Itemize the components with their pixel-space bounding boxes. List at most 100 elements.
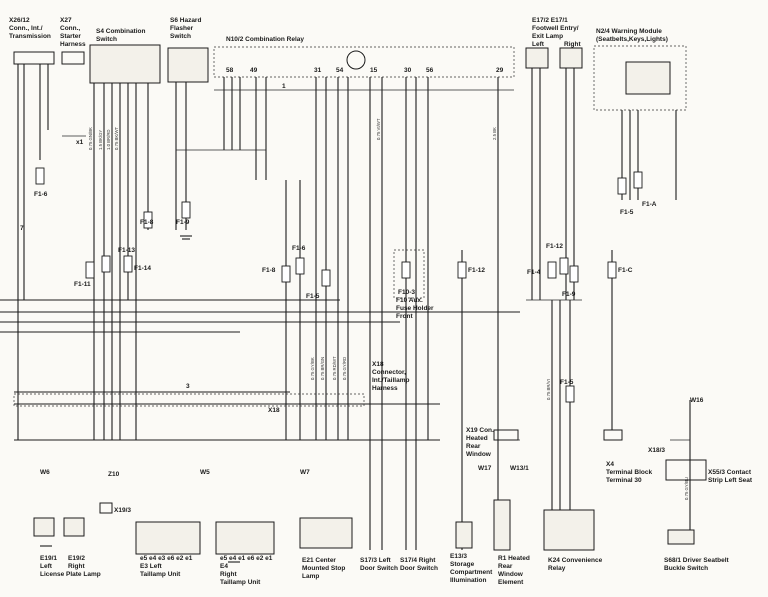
e13-label-1: E13/3 xyxy=(450,553,467,560)
x55-label-1: X55/3 Contact xyxy=(708,469,752,476)
x4-label-3: Terminal 30 xyxy=(606,477,642,484)
x18-label-1: X18 xyxy=(372,361,384,368)
fuse-f1-9 xyxy=(181,201,191,219)
e4-label-1: e5 e4 e1 e6 e2 e1 xyxy=(220,555,273,562)
s4-label-2: Switch xyxy=(96,36,117,43)
horizontal-buses xyxy=(0,89,690,441)
fuse-label-15: F1-5 xyxy=(620,209,634,216)
wire-code-3: 0.75 BK/WT xyxy=(114,126,119,150)
x27-label-3: Starter xyxy=(60,33,81,40)
fuse-f1-4 xyxy=(547,261,557,279)
e19-label-1: E19/1 xyxy=(40,555,57,562)
x19-label-1: X19 Con. xyxy=(466,427,494,434)
wire-code-9: 0.75 VI/WT xyxy=(376,118,381,140)
wire-codes: 0.75 GN/BK 1.5 BK/GY 1.0 BR/RD 0.75 BK/W… xyxy=(88,118,689,500)
e19-1-lamp xyxy=(33,517,55,537)
terminal-7: 30 xyxy=(404,67,412,74)
connector-label-9: Z10 xyxy=(108,471,120,478)
s17-4-label-2: Door Switch xyxy=(400,565,438,572)
terminal-5: 58 xyxy=(226,67,234,74)
e3-label-3: Taillamp Unit xyxy=(140,571,181,578)
fuse-f1-5-c xyxy=(565,385,575,403)
n2-inner-block xyxy=(625,61,671,95)
r1-label-1: R1 Heated xyxy=(498,555,530,562)
e13-label-3: Compartment xyxy=(450,569,493,576)
e4-label-3: Right xyxy=(220,571,237,578)
wire-code-4: 0.75 GY/BK xyxy=(310,357,315,380)
fuse-label-16: F10-3 xyxy=(398,289,415,296)
fuse-label-2: F1-9 xyxy=(176,219,190,226)
wire-code-8: 2.5 BK xyxy=(492,127,497,140)
x26-label-1: X26/12 xyxy=(9,17,30,24)
fuse-f1-9-b xyxy=(569,265,579,283)
fuse-label-7: F1-8 xyxy=(262,267,276,274)
connector-label-5: W13/1 xyxy=(510,465,529,472)
fuse-f1-12-b xyxy=(559,257,569,275)
r1-label-3: Window xyxy=(498,571,524,578)
connector-label-1: X18 xyxy=(268,407,280,414)
fuse-label-14: F1-A xyxy=(642,201,657,208)
wire-code-0: 0.75 GN/BK xyxy=(88,127,93,150)
fuse-f1-6-a xyxy=(35,167,45,185)
transistor-symbol xyxy=(346,50,366,70)
e17-label-5: Right xyxy=(564,41,581,48)
x19-label-3: Rear xyxy=(466,443,481,450)
fuse-f1-12-a xyxy=(457,261,467,279)
f10-label-2: Fuse Holder xyxy=(396,305,434,312)
x19-connector xyxy=(493,429,519,441)
s6-label-2: Flasher xyxy=(170,25,194,32)
fuse-label-6: F1-6 xyxy=(292,245,306,252)
e21-label-1: E21 Center xyxy=(302,557,336,564)
fuse-f1-a xyxy=(633,171,643,189)
terminal-6: 15 xyxy=(370,67,378,74)
terminal-4: 54 xyxy=(336,67,344,74)
e17-2-lamp xyxy=(525,47,549,69)
k24-label-2: Relay xyxy=(548,565,566,572)
f10-label-3: Front xyxy=(396,313,413,320)
connector-label-3: X18/3 xyxy=(648,447,665,454)
e17-label-4: Left xyxy=(532,41,545,48)
n2-warning-module xyxy=(593,45,687,111)
fuse-f1-8 xyxy=(143,211,153,229)
fuse-label-10: F1-4 xyxy=(527,269,541,276)
fuse-f1-11 xyxy=(85,261,95,279)
x4-label-1: X4 xyxy=(606,461,614,468)
n10-label: N10/2 Combination Relay xyxy=(226,36,304,43)
k24-convenience-relay xyxy=(543,509,595,551)
r1-heated-window xyxy=(493,499,511,551)
fuses: F1-6 F1-8 F1-9 F1-11 F1-13 F1-14 F1-6 F1… xyxy=(34,167,657,403)
terminal-0: 1 xyxy=(282,83,286,90)
x55-contact-strip xyxy=(665,459,707,481)
e13-label-2: Storage xyxy=(450,561,475,568)
fuse-f1-5 xyxy=(321,269,331,287)
fuse-label-13: F1-C xyxy=(618,267,633,274)
fuse-label-0: F1-6 xyxy=(34,191,48,198)
fuse-label-17: F1-5 xyxy=(560,379,574,386)
s68-seatbelt-switch xyxy=(667,529,695,545)
fuse-f1-5-b xyxy=(617,177,627,195)
x18-label-2: Connector, xyxy=(372,369,406,376)
wire-code-6: 0.75 RD/WT xyxy=(332,356,337,380)
e19r-label-1: E19/2 xyxy=(68,555,85,562)
n2-label-2: (Seatbelts,Keys,Lights) xyxy=(596,36,668,43)
f10-fuse-holder xyxy=(393,249,425,299)
e13-storage-lamp xyxy=(455,521,473,549)
fuse-label-11: F1-12 xyxy=(546,243,563,250)
e3-label-1: e5 e4 e3 e6 e2 e1 xyxy=(140,555,193,562)
x26-label-3: Transmission xyxy=(9,33,51,40)
e17-label-2: Footwell Entry/ xyxy=(532,25,579,32)
fuse-f1-13 xyxy=(101,255,111,273)
s68-label-2: Buckle Switch xyxy=(664,565,708,572)
terminal-3: 31 xyxy=(314,67,322,74)
e13-label-4: Illumination xyxy=(450,577,487,584)
wire-code-5: 0.75 BR/GN xyxy=(320,357,325,380)
x18-label-3: Int./Taillamp xyxy=(372,377,409,384)
wire-code-11: 0.75 GY/BU xyxy=(684,477,689,500)
r1-label-2: Rear xyxy=(498,563,513,570)
fuse-label-5: F1-14 xyxy=(134,265,151,272)
connector-label-6: W16 xyxy=(690,397,704,404)
x4-label-2: Terminal Block xyxy=(606,469,653,476)
x26-connector xyxy=(13,51,55,65)
